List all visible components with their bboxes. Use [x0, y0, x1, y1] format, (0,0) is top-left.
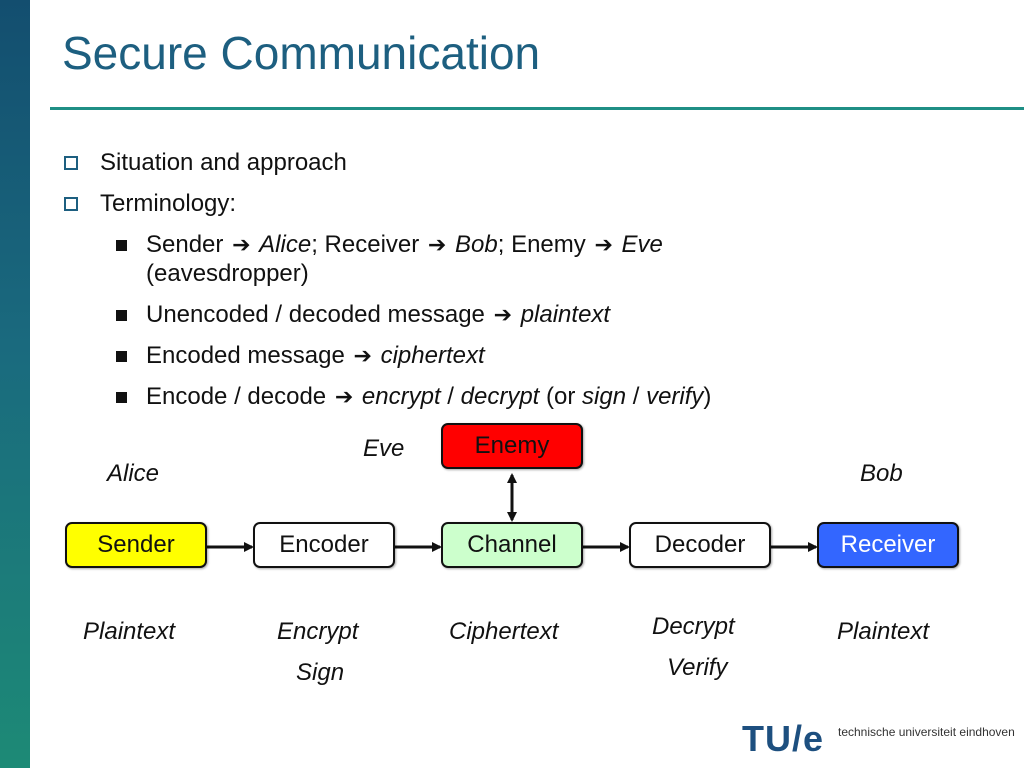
bob-label: Bob	[860, 460, 903, 487]
title-divider	[50, 107, 1024, 110]
decoder-caption-verify: Verify	[667, 654, 728, 681]
subbullet-roles: Sender ➔ Alice; Receiver ➔ Bob; Enemy ➔ …	[62, 230, 962, 288]
filled-square-bullet-icon	[116, 310, 127, 321]
connector-layer	[207, 473, 818, 552]
right-arrow-icon: ➔	[334, 384, 354, 409]
subbullet-ciphertext: Encoded message ➔ ciphertext	[62, 341, 962, 370]
subbullet-encrypt: Encode / decode ➔ encrypt / decrypt (or …	[62, 382, 962, 411]
channel-caption: Ciphertext	[449, 618, 559, 645]
bullet-terminology: Terminology:	[62, 189, 962, 218]
filled-square-bullet-icon	[116, 351, 127, 362]
encoder-caption-encrypt: Encrypt	[277, 618, 359, 645]
encoder-box: Encoder	[253, 522, 395, 568]
channel-box: Channel	[441, 522, 583, 568]
enemy-box: Enemy	[441, 423, 583, 469]
sender-caption: Plaintext	[83, 618, 176, 645]
decoder-box: Decoder	[629, 522, 771, 568]
right-arrow-icon: ➔	[427, 232, 447, 257]
encoder-caption-sign: Sign	[296, 659, 345, 686]
right-arrow-icon: ➔	[493, 302, 513, 327]
decoder-caption-decrypt: Decrypt	[652, 613, 735, 640]
receiver-caption: Plaintext	[837, 618, 930, 645]
right-arrow-icon: ➔	[594, 232, 613, 257]
eve-label: Eve	[363, 435, 405, 462]
filled-square-bullet-icon	[116, 240, 127, 251]
university-name: technische universiteit eindhoven	[838, 725, 1015, 739]
alice-label: Alice	[107, 460, 160, 487]
bullet-situation: Situation and approach	[62, 148, 962, 177]
hollow-square-bullet-icon	[64, 197, 78, 211]
slide-title: Secure Communication	[62, 27, 541, 79]
tue-logo: TU/e	[742, 718, 825, 759]
sender-box: Sender	[65, 522, 207, 568]
right-arrow-icon: ➔	[232, 232, 251, 257]
right-arrow-icon: ➔	[353, 343, 372, 368]
communication-diagram: Sender Encoder Channel Decoder Receiver …	[0, 415, 1024, 715]
left-accent-bar	[0, 0, 30, 768]
receiver-box: Receiver	[817, 522, 959, 568]
hollow-square-bullet-icon	[64, 156, 78, 170]
bullet-list: Situation and approach Terminology: Send…	[62, 148, 962, 423]
filled-square-bullet-icon	[116, 392, 127, 403]
subbullet-plaintext: Unencoded / decoded message ➔ plaintext	[62, 300, 962, 329]
